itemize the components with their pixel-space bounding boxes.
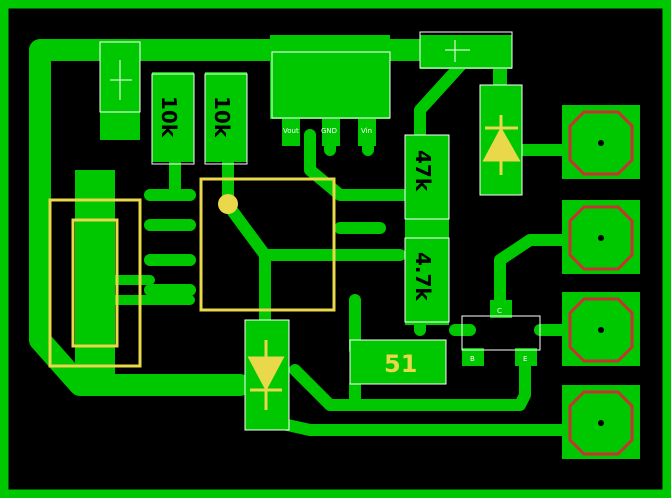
connector-ring-4 bbox=[568, 390, 634, 456]
connector-rings bbox=[568, 110, 634, 456]
trace-r2 bbox=[222, 154, 271, 326]
r1-pad bbox=[152, 72, 194, 162]
q-e-pad bbox=[515, 348, 537, 366]
q-b-pad bbox=[462, 348, 484, 366]
r3-label: 47k bbox=[411, 150, 435, 192]
connector-ring-2 bbox=[568, 205, 634, 271]
r5-pad bbox=[350, 340, 446, 384]
reg-pin-gnd-pad bbox=[322, 118, 340, 146]
r5-outline bbox=[349, 339, 447, 385]
drill-1 bbox=[598, 140, 604, 146]
r5-label: 51 bbox=[384, 350, 417, 378]
trace-ground-loop bbox=[29, 39, 431, 396]
transistor-outline bbox=[461, 315, 541, 351]
regulator-outline bbox=[271, 51, 391, 119]
ic-pin1-marker bbox=[218, 194, 238, 214]
component-outlines bbox=[99, 31, 541, 431]
ic-silk-outline bbox=[199, 177, 336, 312]
r1-outline bbox=[151, 73, 195, 165]
diode-symbols bbox=[247, 115, 521, 410]
header-silk-inner bbox=[71, 218, 119, 348]
reg-pin-vin-label: Vin bbox=[361, 127, 372, 135]
cap-markings bbox=[110, 40, 470, 100]
header-silk-outer bbox=[48, 198, 142, 368]
connector-ring-3 bbox=[568, 297, 634, 363]
connector-drills bbox=[598, 140, 604, 426]
connector-ring-1 bbox=[568, 110, 634, 176]
r3-r4-pad bbox=[405, 135, 449, 325]
trace-chip-left bbox=[144, 189, 196, 296]
r4-label: 4.7k bbox=[411, 252, 435, 301]
drill-4 bbox=[598, 420, 604, 426]
diode-bottom-outline bbox=[244, 319, 290, 431]
r4-outline bbox=[404, 237, 450, 323]
reg-pin-vout-label: Vout bbox=[283, 127, 299, 135]
left-header-pad bbox=[75, 170, 115, 390]
r1-label: 10k bbox=[157, 96, 181, 138]
q-pin-b-label: B bbox=[470, 355, 475, 363]
reg-pin-vin-pad bbox=[358, 118, 376, 146]
r2-pad bbox=[205, 72, 247, 162]
q-c-pad bbox=[490, 300, 512, 318]
drill-3 bbox=[598, 327, 604, 333]
trace-emitter bbox=[289, 349, 531, 411]
r3-outline bbox=[404, 134, 450, 220]
reg-pin-vout-pad bbox=[282, 118, 300, 146]
regulator-body-pad bbox=[270, 35, 390, 119]
q-pin-e-label: E bbox=[523, 355, 527, 363]
cap-left-outline bbox=[99, 41, 141, 113]
cap-top-outline bbox=[419, 31, 513, 69]
drill-2 bbox=[598, 235, 604, 241]
reg-pin-gnd-label: GND bbox=[321, 127, 337, 135]
trace-vout bbox=[304, 129, 416, 201]
r2-outline bbox=[204, 73, 248, 165]
cap-top-pad bbox=[420, 35, 512, 69]
r2-label: 10k bbox=[210, 96, 234, 138]
q-pin-c-label: C bbox=[497, 307, 502, 315]
diode-top-outline bbox=[479, 84, 523, 196]
silkscreen bbox=[48, 177, 336, 368]
